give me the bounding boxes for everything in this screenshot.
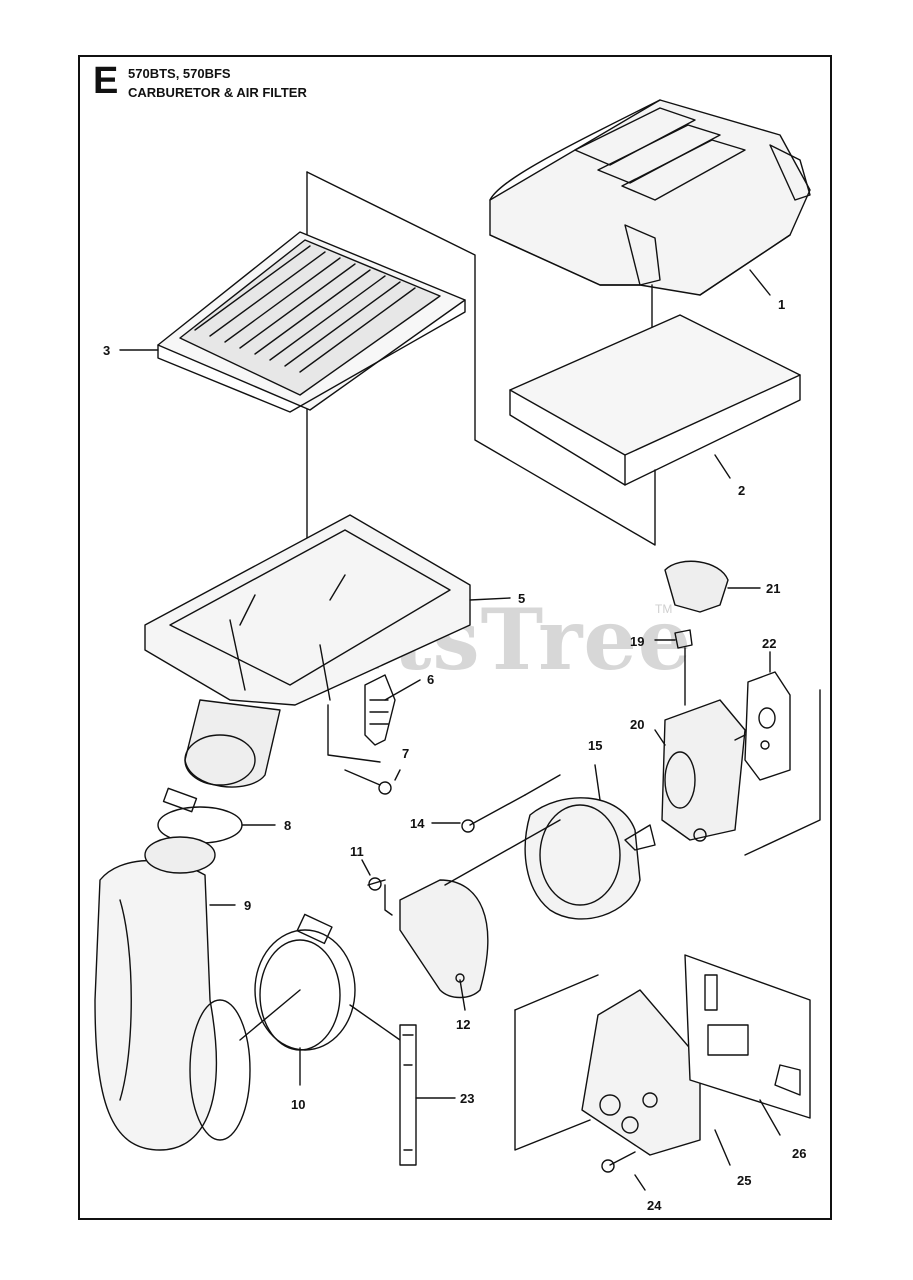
callout-19: 19: [630, 634, 645, 649]
screw-7-icon: [344, 769, 392, 795]
callout-5: 5: [518, 591, 526, 606]
spring-clip-icon: [364, 674, 396, 746]
foam-pre-filter-icon: [509, 314, 801, 486]
intake-elbow-icon: [94, 836, 251, 1151]
gasket-icon: [744, 671, 791, 781]
section-letter: E: [93, 60, 119, 102]
callout-2: 2: [738, 483, 746, 498]
screw-11-icon: [367, 877, 386, 891]
callout-10: 10: [291, 1097, 306, 1112]
callout-12: 12: [456, 1017, 471, 1032]
callout-14: 14: [410, 816, 425, 831]
callout-11: 11: [350, 844, 364, 859]
heat-shield-plate-icon: [684, 954, 811, 1119]
diagram-title: CARBURETOR & AIR FILTER: [128, 85, 307, 100]
air-filter-housing-icon: [144, 514, 471, 788]
callout-21: 21: [766, 581, 781, 596]
hose-clamp-large-icon: [254, 913, 356, 1051]
model-numbers: 570BTS, 570BFS: [128, 66, 231, 81]
callout-1: 1: [778, 297, 786, 312]
callout-26: 26: [792, 1146, 807, 1161]
callout-25: 25: [737, 1173, 752, 1188]
callout-7: 7: [402, 746, 410, 761]
hose-clamp-icon: [157, 787, 243, 844]
knob-icon: [674, 629, 693, 649]
callout-6: 6: [427, 672, 435, 687]
adapter-housing-icon: [524, 797, 656, 920]
bolt-icon: [461, 794, 526, 833]
intake-manifold-icon: [581, 989, 701, 1156]
screw-24-icon: [601, 1151, 636, 1173]
callout-3: 3: [103, 343, 111, 358]
adjustment-tool-icon: [399, 1024, 417, 1166]
callout-15: 15: [588, 738, 603, 753]
callout-22: 22: [762, 636, 777, 651]
callout-20: 20: [630, 717, 645, 732]
watermark-tm: TM: [655, 602, 673, 616]
diagram-frame: [78, 55, 832, 1220]
callout-9: 9: [244, 898, 252, 913]
air-filter-cover-icon: [489, 99, 811, 296]
bracket-icon: [399, 879, 489, 999]
callout-8: 8: [284, 818, 292, 833]
callout-24: 24: [647, 1198, 662, 1213]
choke-cap-icon: [664, 560, 729, 613]
carburetor-icon: [661, 699, 746, 842]
callout-23: 23: [460, 1091, 475, 1106]
air-filter-element-icon: [157, 231, 466, 413]
